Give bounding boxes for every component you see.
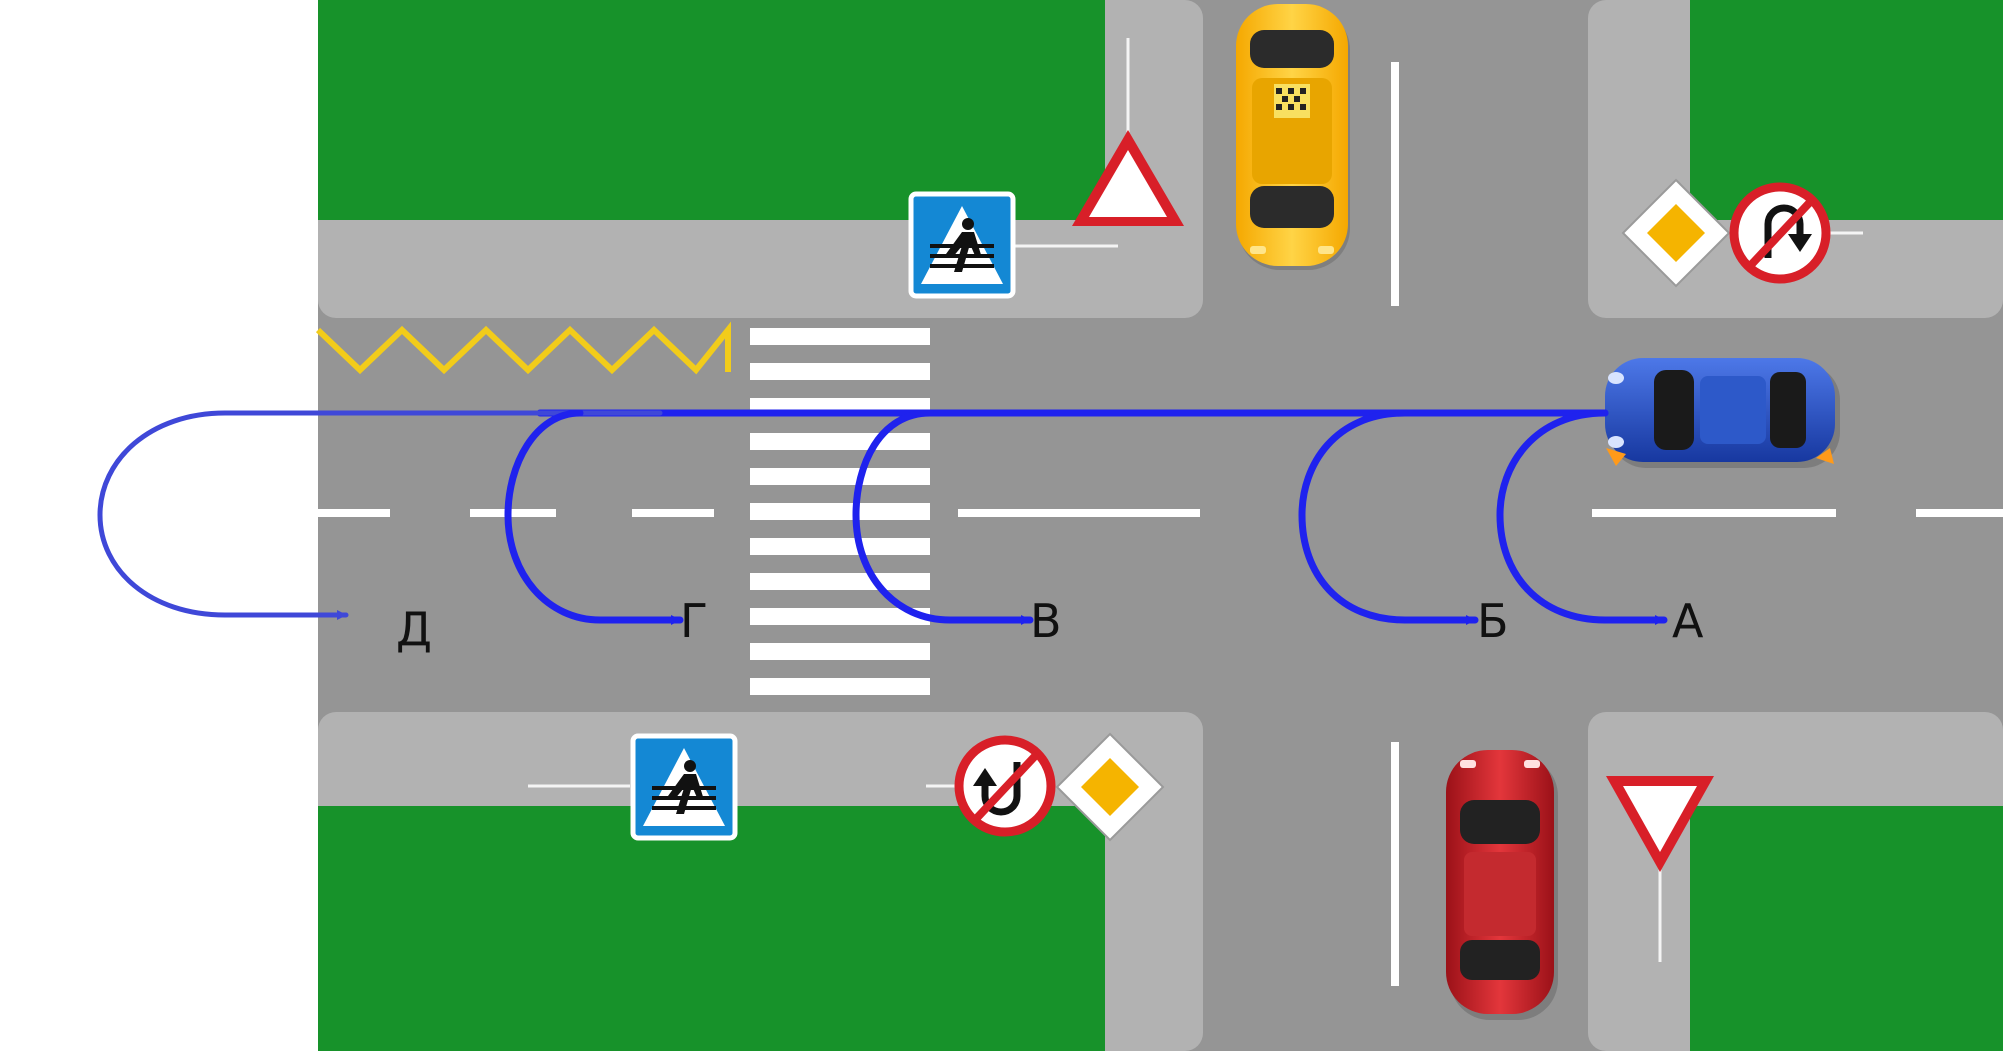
route-label-d: Д [396,602,432,656]
no-u-turn-sign [954,735,1056,837]
route-v-arrow [852,409,1034,625]
route-label-b: Б [1477,594,1509,648]
route-d-line [97,410,663,620]
left-margin [0,0,318,1051]
main-road-sign [1055,732,1165,842]
horizontal-lane-markings [318,509,2003,517]
route-label-a: А [1672,594,1704,648]
main-road-sign [1621,178,1731,288]
taxi-car [1236,4,1350,270]
vertical-lane-markings [1391,62,1399,986]
no-u-turn-sign [1729,182,1831,284]
route-b-arrow [1298,409,1479,625]
sign-posts [528,38,1863,962]
yellow-zigzag-marking [315,321,731,375]
pedestrian-crossing-sign [908,191,1016,299]
pedestrian-crossing-sign [630,733,738,841]
grass-areas [318,0,2003,1051]
warning-triangle-sign [1072,130,1184,226]
red-car [1446,750,1558,1020]
give-way-sign [1606,776,1714,872]
route-label-g: Г [680,594,708,648]
route-g-arrow [504,409,684,625]
blue-car [1605,358,1840,468]
route-a-arrow [1496,409,1668,625]
route-arrows [97,409,1668,625]
route-label-v: В [1030,594,1062,648]
